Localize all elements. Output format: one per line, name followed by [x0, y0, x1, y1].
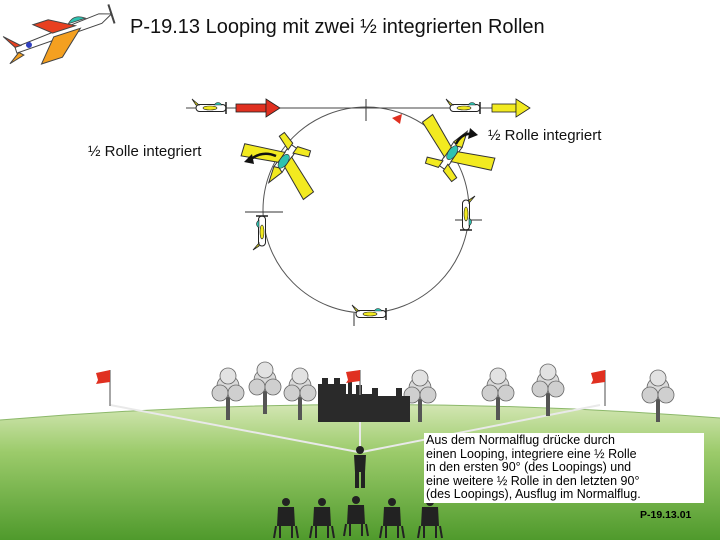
figure-code: P-19.13.01 — [640, 509, 692, 521]
description-box: Aus dem Normalflug drücke durch einen Lo… — [424, 433, 704, 503]
exit-arrow — [491, 98, 531, 118]
left-boundary-line — [109, 404, 359, 453]
loop-markers — [245, 99, 482, 326]
logo-airplane-icon — [2, 4, 116, 65]
page-title: P-19.13 Looping mit zwei ½ integrierten … — [130, 16, 545, 38]
castle-icon — [318, 378, 410, 422]
top-marker — [392, 114, 402, 124]
right-boundary-line — [361, 404, 601, 453]
entry-arrow — [235, 98, 281, 118]
description-line: einen Looping, integriere eine ½ Rolle — [426, 446, 637, 461]
description-line: in den ersten 90° (des Loopings) und — [426, 460, 632, 475]
description-line: eine weitere ½ Rolle in den letzten 90° — [426, 473, 640, 488]
rolling-airplane-right — [403, 106, 503, 197]
right-roll-label: ½ Rolle integriert — [488, 127, 602, 144]
description-line: Aus dem Normalflug drücke durch — [426, 433, 615, 447]
roll-arrow-icon — [244, 128, 478, 164]
description-line: (des Loopings), Ausflug im Normalflug. — [426, 487, 641, 502]
flag-icon — [96, 370, 606, 406]
left-roll-label: ½ Rolle integriert — [88, 143, 202, 160]
